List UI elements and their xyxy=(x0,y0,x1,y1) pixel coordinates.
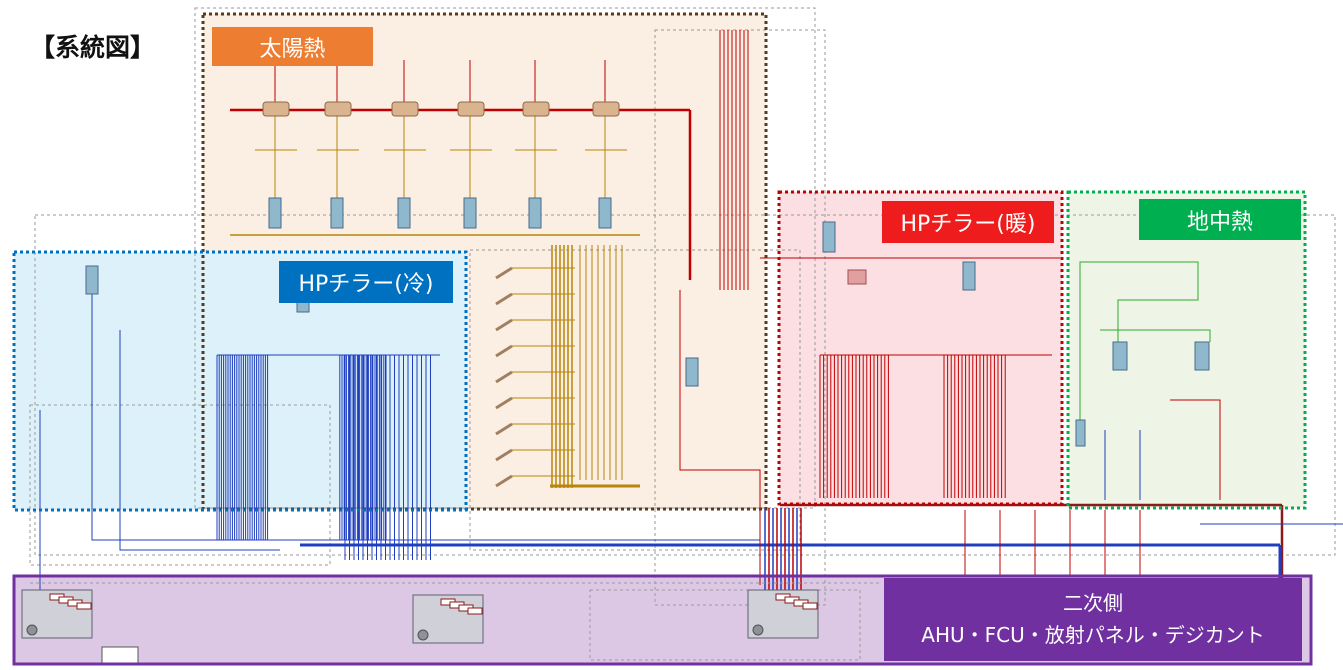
heating-tank-1 xyxy=(822,221,836,253)
solar-tank-2 xyxy=(397,197,411,229)
region-borders xyxy=(12,12,1313,666)
solar-label: 太陽熱 xyxy=(212,27,373,66)
secondary-label: 二次側 AHU・FCU・放射パネル・デジカント xyxy=(884,578,1302,661)
secondary-pump-0 xyxy=(26,624,38,636)
hp-cooling-label: HPチラー(冷) xyxy=(279,261,453,303)
secondary-pump-1 xyxy=(417,629,429,641)
secondary-module-0-3 xyxy=(76,602,92,610)
center-tank xyxy=(685,357,699,387)
solar-tank-5 xyxy=(598,197,612,229)
secondary-pump-2 xyxy=(752,624,764,636)
component-layer xyxy=(21,101,1210,664)
cooling-tank-1 xyxy=(85,265,99,295)
solar-collector-1 xyxy=(324,101,352,117)
solar-tank-4 xyxy=(528,197,542,229)
solar-collector-4 xyxy=(522,101,550,117)
solar-panel-7 xyxy=(495,448,513,462)
solar-collector-2 xyxy=(391,101,419,117)
secondary-module-1-3 xyxy=(467,607,483,615)
geo-loop-1 xyxy=(1079,261,1199,420)
center-column-1 xyxy=(679,290,761,585)
secondary-grid-box xyxy=(101,646,139,664)
gray-outline-4 xyxy=(589,589,861,661)
solar-panel-2 xyxy=(495,318,513,332)
solar-tank-1 xyxy=(330,197,344,229)
gray-outline-2 xyxy=(469,249,801,551)
geo-tank-1 xyxy=(1112,341,1128,371)
solar-collector-5 xyxy=(592,101,620,117)
page-title: 【系統図】 xyxy=(30,33,156,62)
geothermal-label: 地中熱 xyxy=(1139,199,1301,240)
geo-loop-2 xyxy=(1100,329,1211,342)
solar-tank-0 xyxy=(268,197,282,229)
cooling-down-2 xyxy=(119,330,280,551)
secondary-label-line2: AHU・FCU・放射パネル・デジカント xyxy=(921,622,1265,647)
gray-outline-3 xyxy=(29,404,331,566)
heating-hx xyxy=(847,269,867,285)
region-backgrounds xyxy=(14,14,1311,664)
hp-cooling-region-border xyxy=(12,250,468,512)
solar-panel-3 xyxy=(495,344,513,358)
hp-heating-label: HPチラー(暖) xyxy=(882,201,1054,243)
solar-panel-5 xyxy=(495,396,513,410)
solar-panel-6 xyxy=(495,422,513,436)
solar-panel-8 xyxy=(495,474,513,488)
secondary-region-border xyxy=(12,574,1313,666)
solar-panel-0 xyxy=(495,266,513,280)
geothermal-region-border xyxy=(1066,190,1307,510)
solar-collector-0 xyxy=(262,101,290,117)
solar-panel-4 xyxy=(495,370,513,384)
secondary-module-2-3 xyxy=(802,602,818,610)
heating-tank-2 xyxy=(962,261,976,291)
geothermal-region-bg xyxy=(1068,192,1305,508)
solar-tank-3 xyxy=(463,197,477,229)
hp-heating-region-border xyxy=(777,190,1064,506)
solar-panel-1 xyxy=(495,292,513,306)
geo-red-1 xyxy=(1170,399,1221,500)
gray-outline-0 xyxy=(34,214,1336,556)
solar-region-border xyxy=(201,12,768,511)
solar-collector-3 xyxy=(457,101,485,117)
geo-tank-3 xyxy=(1075,419,1086,447)
secondary-label-line1: 二次側 xyxy=(1063,590,1123,615)
geo-tank-2 xyxy=(1194,341,1210,371)
cooling-return xyxy=(91,294,760,541)
